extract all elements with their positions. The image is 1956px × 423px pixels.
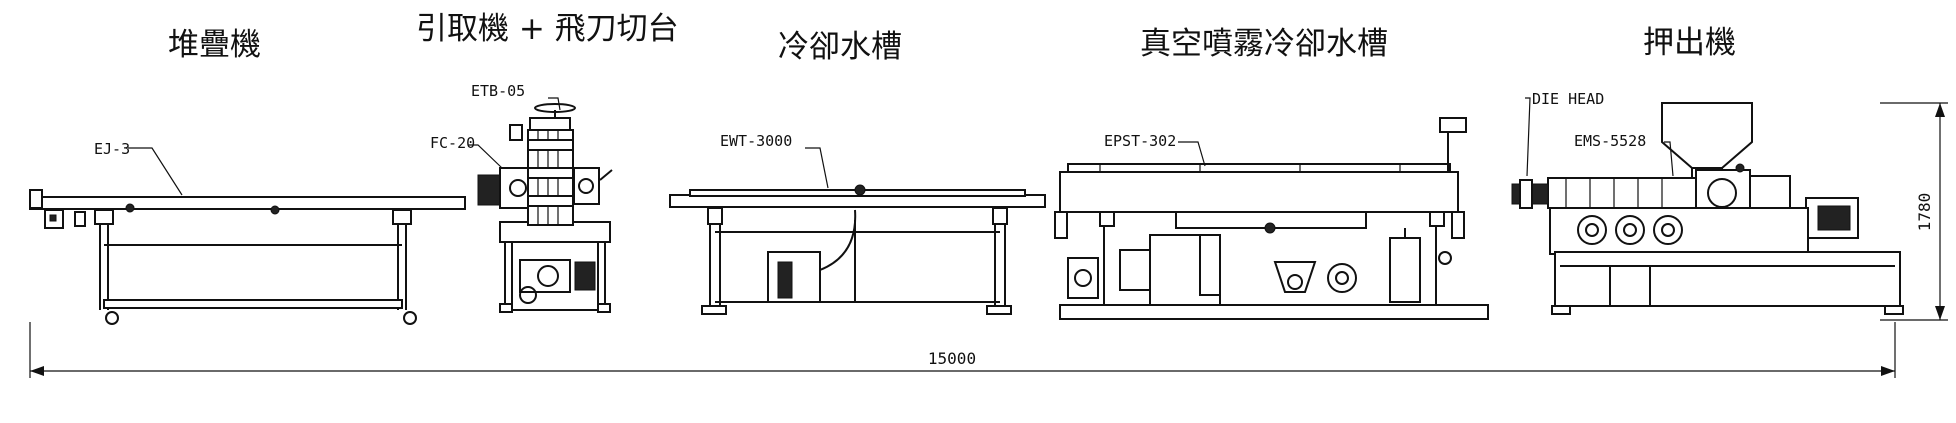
label-fc20: FC-20	[430, 134, 475, 152]
dimension-height	[1880, 102, 1948, 321]
title-puller-cutter: 引取機 + 飛刀切台	[416, 11, 679, 47]
title-extruder: 押出機	[1643, 25, 1736, 61]
extruder-machine	[1511, 97, 1904, 315]
label-epst302: EPST-302	[1104, 132, 1176, 150]
label-ej3: EJ-3	[94, 140, 130, 158]
label-ems5528: EMS-5528	[1574, 132, 1646, 150]
label-die-head: DIE HEAD	[1532, 90, 1604, 108]
title-cooling-tank: 冷卻水槽	[778, 29, 902, 65]
dim-length-label: 15000	[928, 349, 976, 368]
dimension-total-length	[29, 322, 1896, 378]
label-ewt3000: EWT-3000	[720, 132, 792, 150]
title-vacuum-tank: 真空噴霧冷卻水槽	[1140, 26, 1388, 62]
title-stacker: 堆疊機	[168, 27, 261, 63]
label-etb05: ETB-05	[471, 82, 525, 100]
cooling-tank-machine	[669, 147, 1046, 315]
vacuum-tank-machine	[1054, 117, 1489, 320]
dim-height-label: 1780	[1915, 193, 1934, 232]
stacker-machine	[29, 147, 466, 325]
puller-cutter-machine	[468, 97, 613, 313]
